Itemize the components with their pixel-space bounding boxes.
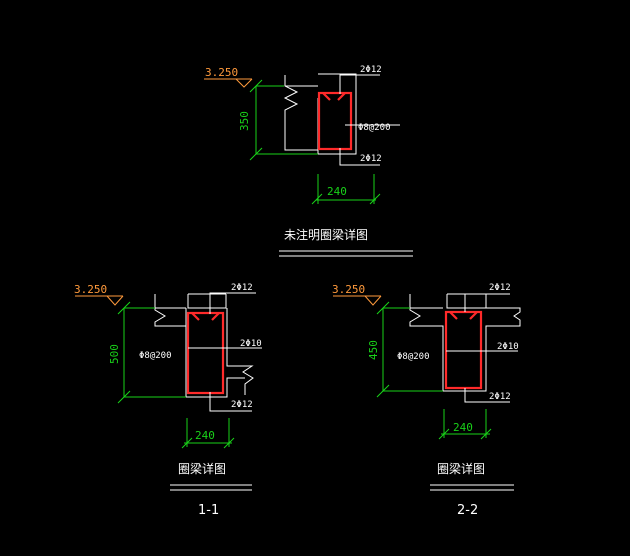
bottom-bar-leader-c <box>464 388 510 403</box>
stirrup-rebar-a <box>317 91 353 151</box>
wall-break-b <box>226 308 254 395</box>
height-dimension-b <box>117 301 186 404</box>
elevation-label-b: 3.250 <box>74 283 107 296</box>
stirrup-label-c: Φ8@200 <box>397 352 430 362</box>
section-label-b: 1-1 <box>198 503 219 518</box>
stirrup-label-a: Φ8@200 <box>358 123 391 133</box>
top-bar-label-a: 2Φ12 <box>360 65 382 75</box>
top-bar-leader-b <box>209 292 256 314</box>
elevation-marker-b <box>75 295 124 306</box>
width-dim-label-b: 240 <box>195 429 215 442</box>
elevation-label-c: 3.250 <box>332 283 365 296</box>
stirrup-rebar-c <box>444 310 483 390</box>
detail-c: 3.250 2Φ12 2Φ10 Φ8@200 2Φ12 450 240 圈梁详图… <box>332 283 521 518</box>
width-dim-label-a: 240 <box>327 185 347 198</box>
beam-outline-b <box>185 308 245 398</box>
stirrup-hook-a <box>322 92 346 101</box>
mid-bar-label-b: 2Φ10 <box>240 339 262 349</box>
beam-outline-c <box>409 294 521 392</box>
bottom-bar-label-c: 2Φ12 <box>489 392 511 402</box>
detail-b: 3.250 2Φ12 2Φ10 Φ8@200 2Φ12 500 240 圈梁详图… <box>74 283 262 518</box>
width-dimension-b <box>181 418 235 449</box>
top-bar-leader-c <box>464 293 510 312</box>
height-dim-label-b: 500 <box>108 344 121 364</box>
elevation-marker-c <box>333 295 382 306</box>
bottom-bar-leader-b <box>209 392 252 412</box>
top-bar-label-b: 2Φ12 <box>231 283 253 293</box>
detail-a: 3.250 2Φ12 Φ8@200 2Φ12 350 240 未注明圈梁详图 <box>204 65 413 257</box>
width-dim-label-c: 240 <box>453 421 473 434</box>
top-bar-label-c: 2Φ12 <box>489 283 511 293</box>
height-dimension-a <box>249 79 318 161</box>
height-dim-label-c: 450 <box>367 340 380 360</box>
mid-bar-label-c: 2Φ10 <box>497 342 519 352</box>
height-dim-label-a: 350 <box>238 111 251 131</box>
detail-title-b: 圈梁详图 <box>178 461 226 476</box>
section-label-c: 2-2 <box>457 503 478 518</box>
detail-title-c: 圈梁详图 <box>437 461 485 476</box>
width-dimension-a <box>311 174 381 205</box>
stirrup-rebar-b <box>186 311 225 395</box>
elevation-marker-a <box>204 78 253 88</box>
bottom-bar-leader-a <box>339 148 380 166</box>
wall-break-a <box>283 75 318 151</box>
slab-break-b <box>154 294 186 327</box>
elevation-label-a: 3.250 <box>205 66 238 79</box>
detail-title-a: 未注明圈梁详图 <box>284 227 368 242</box>
width-dimension-c <box>438 409 492 440</box>
stirrup-hook-b <box>191 312 220 321</box>
height-dimension-c <box>376 301 443 398</box>
stirrup-label-b: Φ8@200 <box>139 351 172 361</box>
beam-top-b <box>187 293 227 309</box>
top-bar-leader-a <box>339 74 380 94</box>
bottom-bar-label-b: 2Φ12 <box>231 400 253 410</box>
stirrup-hook-c <box>449 311 478 320</box>
bottom-bar-label-a: 2Φ12 <box>360 154 382 164</box>
